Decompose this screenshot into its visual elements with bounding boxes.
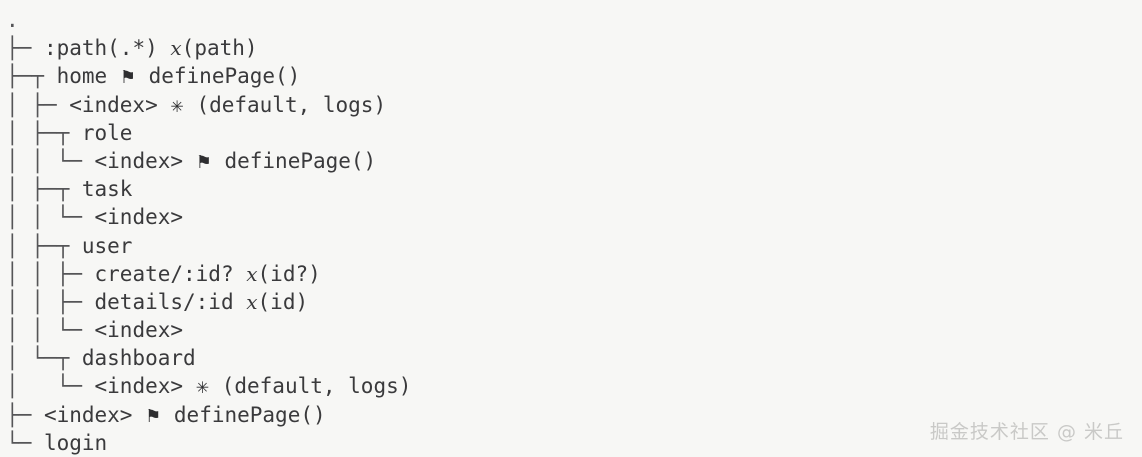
- route-params: (id?): [257, 261, 321, 286]
- tree-branch-glyphs: │ ├─: [6, 92, 70, 117]
- route-params: (id): [257, 289, 309, 314]
- tree-row-home-role: │ ├─┬ role: [6, 119, 1142, 147]
- route-segment-label: :path(.*): [43, 36, 158, 61]
- route-params: (default, logs): [183, 92, 387, 117]
- star-icon: ✳: [195, 378, 210, 398]
- route-segment-label: home: [56, 64, 108, 89]
- tree-branch-glyphs: │ ├─┬: [6, 233, 82, 258]
- route-segment-label: <index>: [94, 205, 184, 230]
- tree-row-root: .: [6, 6, 1142, 34]
- tree-branch-glyphs: │ ├─┬: [6, 177, 82, 202]
- route-params: (path): [181, 36, 258, 61]
- route-handler: definePage(): [224, 148, 377, 173]
- watermark-text: 掘金技术社区 @ 米丘: [929, 421, 1124, 443]
- flag-icon: ⚑: [195, 151, 212, 173]
- tree-branch-glyphs: │ │ ├─: [6, 261, 95, 286]
- tree-row-home-role-index: │ │ └─ <index> ⚑ definePage(): [6, 147, 1142, 175]
- param-x-symbol: x: [246, 261, 258, 286]
- flag-icon: ⚑: [119, 67, 136, 89]
- route-handler: definePage(): [148, 64, 301, 89]
- star-icon: ✳: [170, 96, 184, 116]
- route-segment-label: <index>: [69, 92, 158, 117]
- route-segment-label: <index>: [94, 318, 184, 343]
- tree-branch-glyphs: │ │ └─: [6, 318, 95, 343]
- param-x-symbol: x: [170, 36, 182, 61]
- tree-branch-glyphs: │ └─: [6, 374, 95, 399]
- tree-row-home-user-index: │ │ └─ <index>: [6, 316, 1142, 344]
- route-segment-label: dashboard: [81, 346, 196, 371]
- tree-branch-glyphs: └─: [6, 430, 44, 455]
- tree-row-home-user: │ ├─┬ user: [6, 232, 1142, 260]
- route-segment-label: <index>: [43, 402, 133, 427]
- route-segment-label: <index>: [94, 374, 184, 399]
- tree-branch-glyphs: │ │ └─: [6, 205, 95, 230]
- tree-branch-glyphs: │ │ └─: [6, 148, 95, 173]
- tree-row-path-catchall: ├─ :path(.*) x(path): [6, 34, 1142, 62]
- tree-branch-glyphs: .: [6, 8, 19, 32]
- tree-branch-glyphs: │ └─┬: [6, 346, 82, 371]
- route-segment-label: task: [81, 177, 133, 202]
- tree-branch-glyphs: ├─: [6, 36, 44, 61]
- tree-row-login: └─ login: [6, 429, 1142, 457]
- tree-branch-glyphs: ├─┬: [6, 64, 57, 89]
- route-segment-label: <index>: [94, 148, 184, 173]
- tree-row-home-task: │ ├─┬ task: [6, 175, 1142, 203]
- tree-row-home-user-create: │ │ ├─ create/:id? x(id?): [6, 260, 1142, 288]
- tree-row-home-dashboard-index: │ └─ <index> ✳ (default, logs): [6, 372, 1142, 400]
- tree-row-home-index: │ ├─ <index> ✳ (default, logs): [6, 91, 1142, 119]
- tree-branch-glyphs: │ │ ├─: [6, 289, 95, 314]
- route-handler: definePage(): [173, 402, 326, 427]
- route-segment-label: user: [81, 233, 133, 258]
- route-segment-label: role: [81, 120, 133, 145]
- tree-row-home-dashboard: │ └─┬ dashboard: [6, 344, 1142, 372]
- route-segment-label: create/:id?: [94, 261, 234, 286]
- tree-row-home: ├─┬ home ⚑ definePage(): [6, 62, 1142, 90]
- route-params: (default, logs): [209, 374, 412, 399]
- route-segment-label: login: [43, 430, 108, 455]
- tree-branch-glyphs: ├─: [6, 402, 44, 427]
- param-x-symbol: x: [246, 289, 258, 314]
- tree-row-home-task-index: │ │ └─ <index>: [6, 203, 1142, 231]
- tree-branch-glyphs: │ ├─┬: [6, 120, 82, 145]
- flag-icon: ⚑: [145, 405, 162, 427]
- tree-row-root-index: ├─ <index> ⚑ definePage(): [6, 401, 1142, 429]
- tree-row-home-user-details: │ │ ├─ details/:id x(id): [6, 288, 1142, 316]
- route-segment-label: details/:id: [94, 289, 234, 314]
